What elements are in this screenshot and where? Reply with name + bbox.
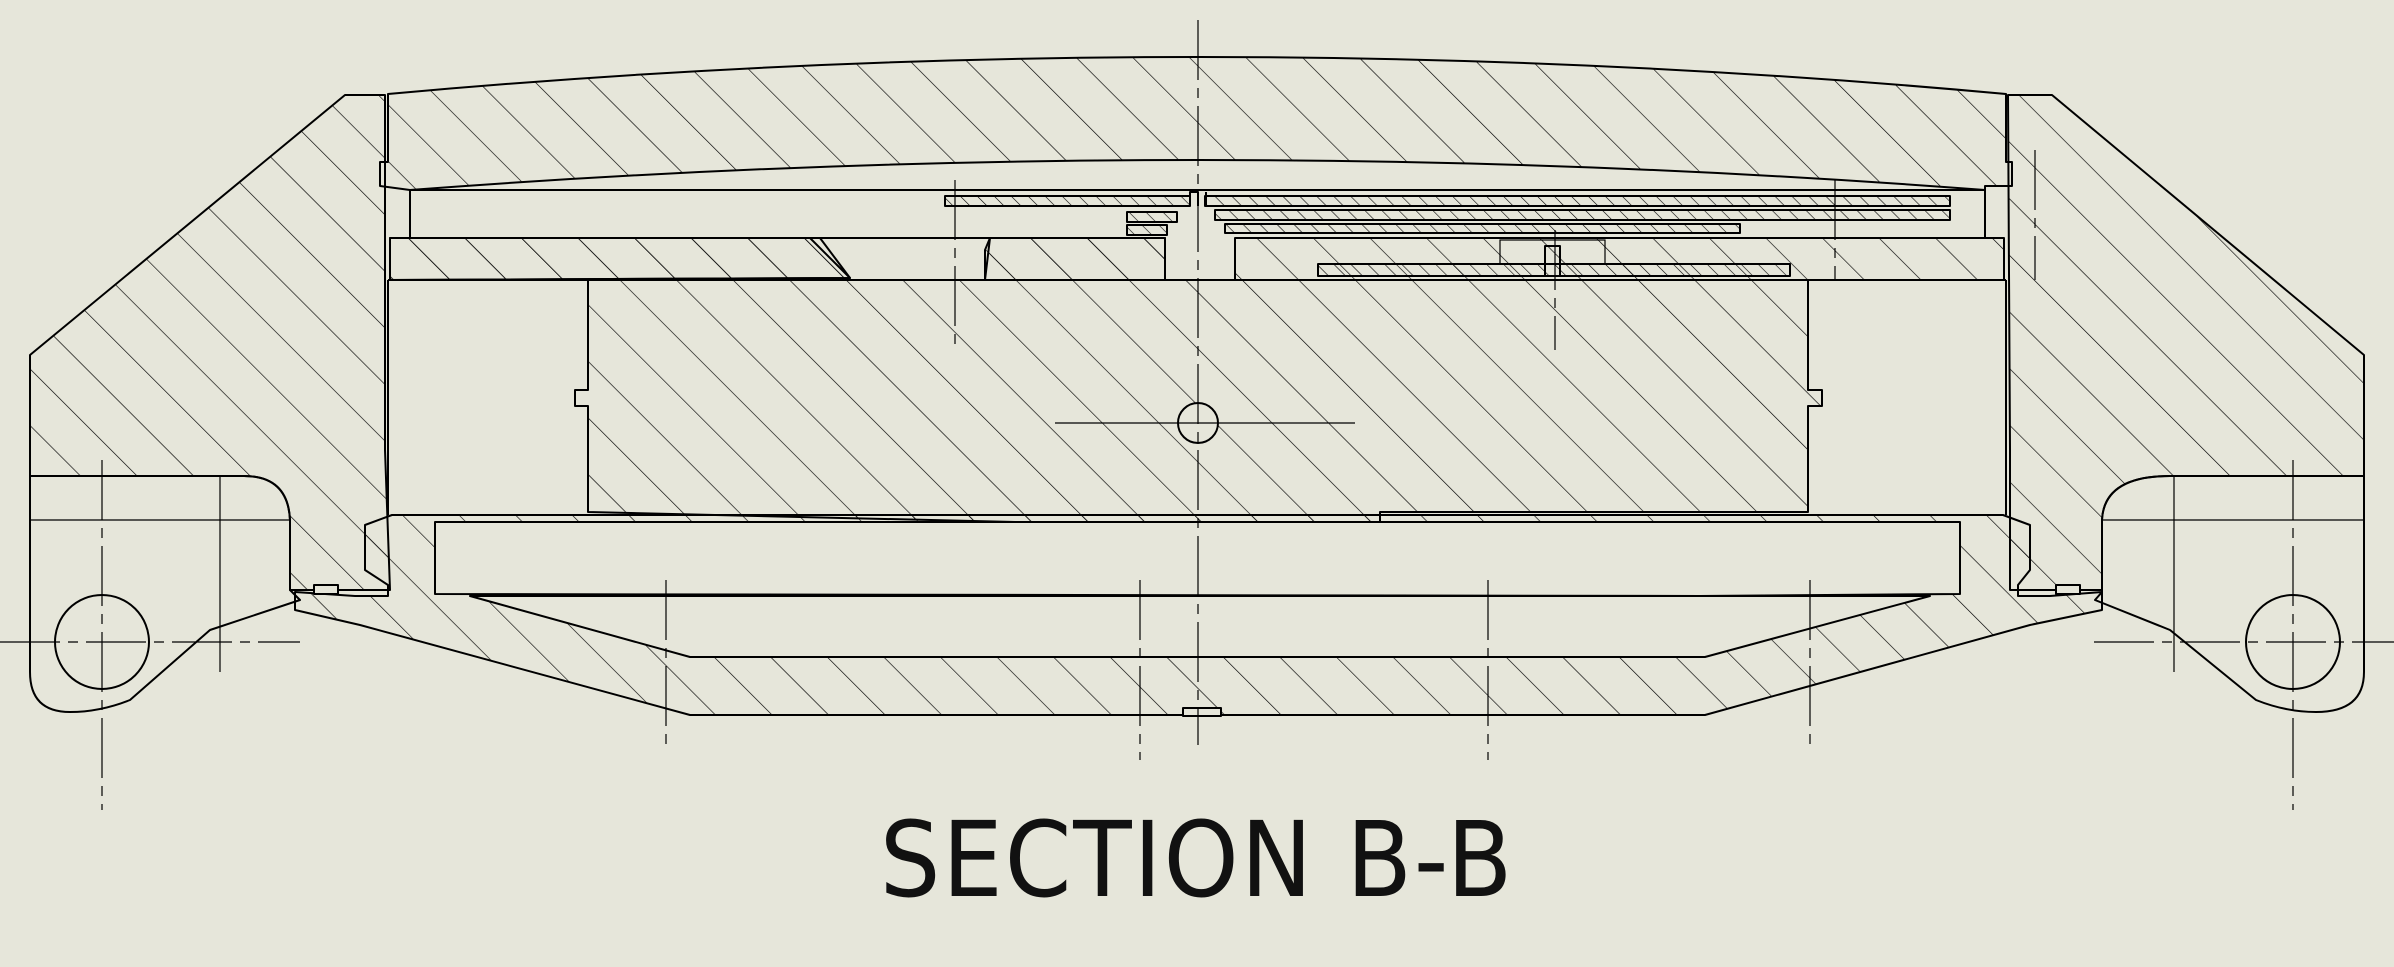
- dial-plate-left-fill: [389, 237, 851, 281]
- hand-lower-right: [1224, 223, 1741, 234]
- lug-right: [2094, 475, 2365, 713]
- lug-left: [29, 475, 301, 713]
- caseback-notch: [1182, 707, 1222, 717]
- hand-small-left-2: [1126, 224, 1168, 236]
- gasket-left: [313, 584, 339, 595]
- hand-small-left-1: [1126, 211, 1178, 223]
- crystal-dome: [379, 56, 2013, 191]
- subdial-frame: [1499, 239, 1606, 265]
- case-right-section: [2007, 94, 2365, 591]
- case-left-section: [29, 94, 391, 591]
- section-label: SECTION B-B: [879, 799, 1515, 921]
- subdial-hand: [1317, 263, 1791, 277]
- hand-upper-right: [1204, 195, 1951, 207]
- hand-middle-right: [1214, 209, 1951, 221]
- dial-plate-mid-left: [984, 237, 1166, 281]
- hand-upper-left: [944, 195, 1191, 207]
- gasket-right: [2055, 584, 2081, 595]
- subdial-pinion: [1544, 245, 1561, 276]
- caseback-inner-window: [469, 595, 1931, 658]
